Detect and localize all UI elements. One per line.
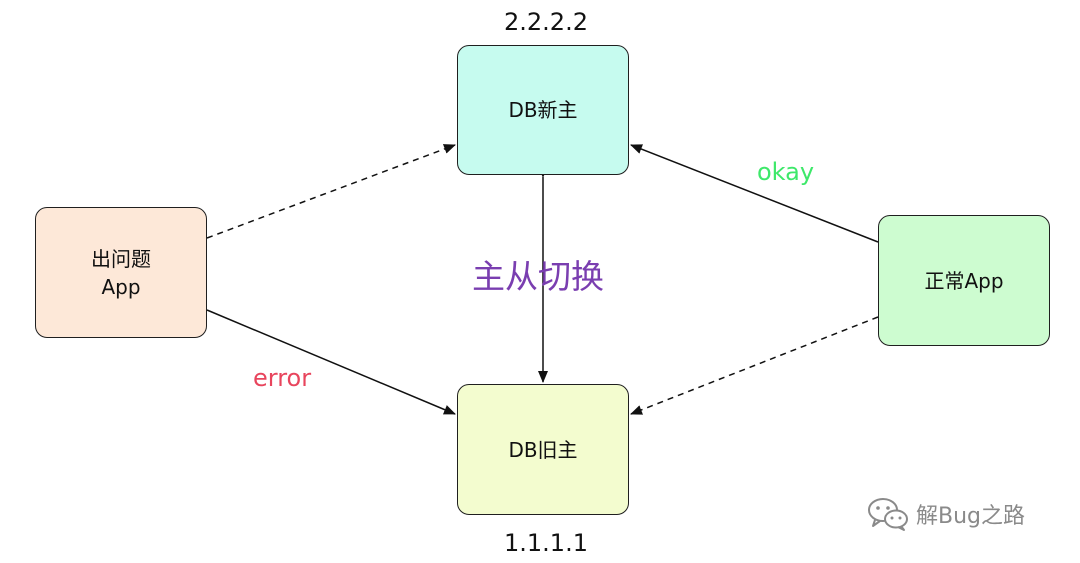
normal-app-label: 正常App bbox=[924, 268, 1004, 293]
edge-normal-app-to-db-old bbox=[630, 316, 879, 415]
db-new-master-node: DB新主 bbox=[457, 45, 629, 175]
error-label: error bbox=[253, 364, 312, 392]
edge-problem-app-to-db-old bbox=[206, 309, 456, 415]
db-old-ip-label: 1.1.1.1 bbox=[504, 529, 588, 557]
wechat-icon bbox=[868, 498, 908, 531]
normal-app-node: 正常App bbox=[878, 215, 1050, 346]
db-new-master-label: DB新主 bbox=[508, 98, 578, 122]
switchover-label: 主从切换 bbox=[472, 257, 604, 296]
db-old-master-node: DB旧主 bbox=[457, 384, 629, 515]
problem-app-node: 出问题 App bbox=[35, 207, 207, 338]
problem-app-label: 出问题 App bbox=[91, 246, 151, 299]
okay-label: okay bbox=[757, 158, 815, 186]
edge-normal-app-to-db-new bbox=[630, 144, 879, 243]
watermark: 解Bug之路 bbox=[866, 496, 1025, 532]
db-new-ip-label: 2.2.2.2 bbox=[504, 8, 588, 36]
db-old-master-label: DB旧主 bbox=[508, 437, 578, 462]
edge-problem-app-to-db-new bbox=[206, 144, 456, 239]
watermark-text: 解Bug之路 bbox=[916, 504, 1026, 529]
